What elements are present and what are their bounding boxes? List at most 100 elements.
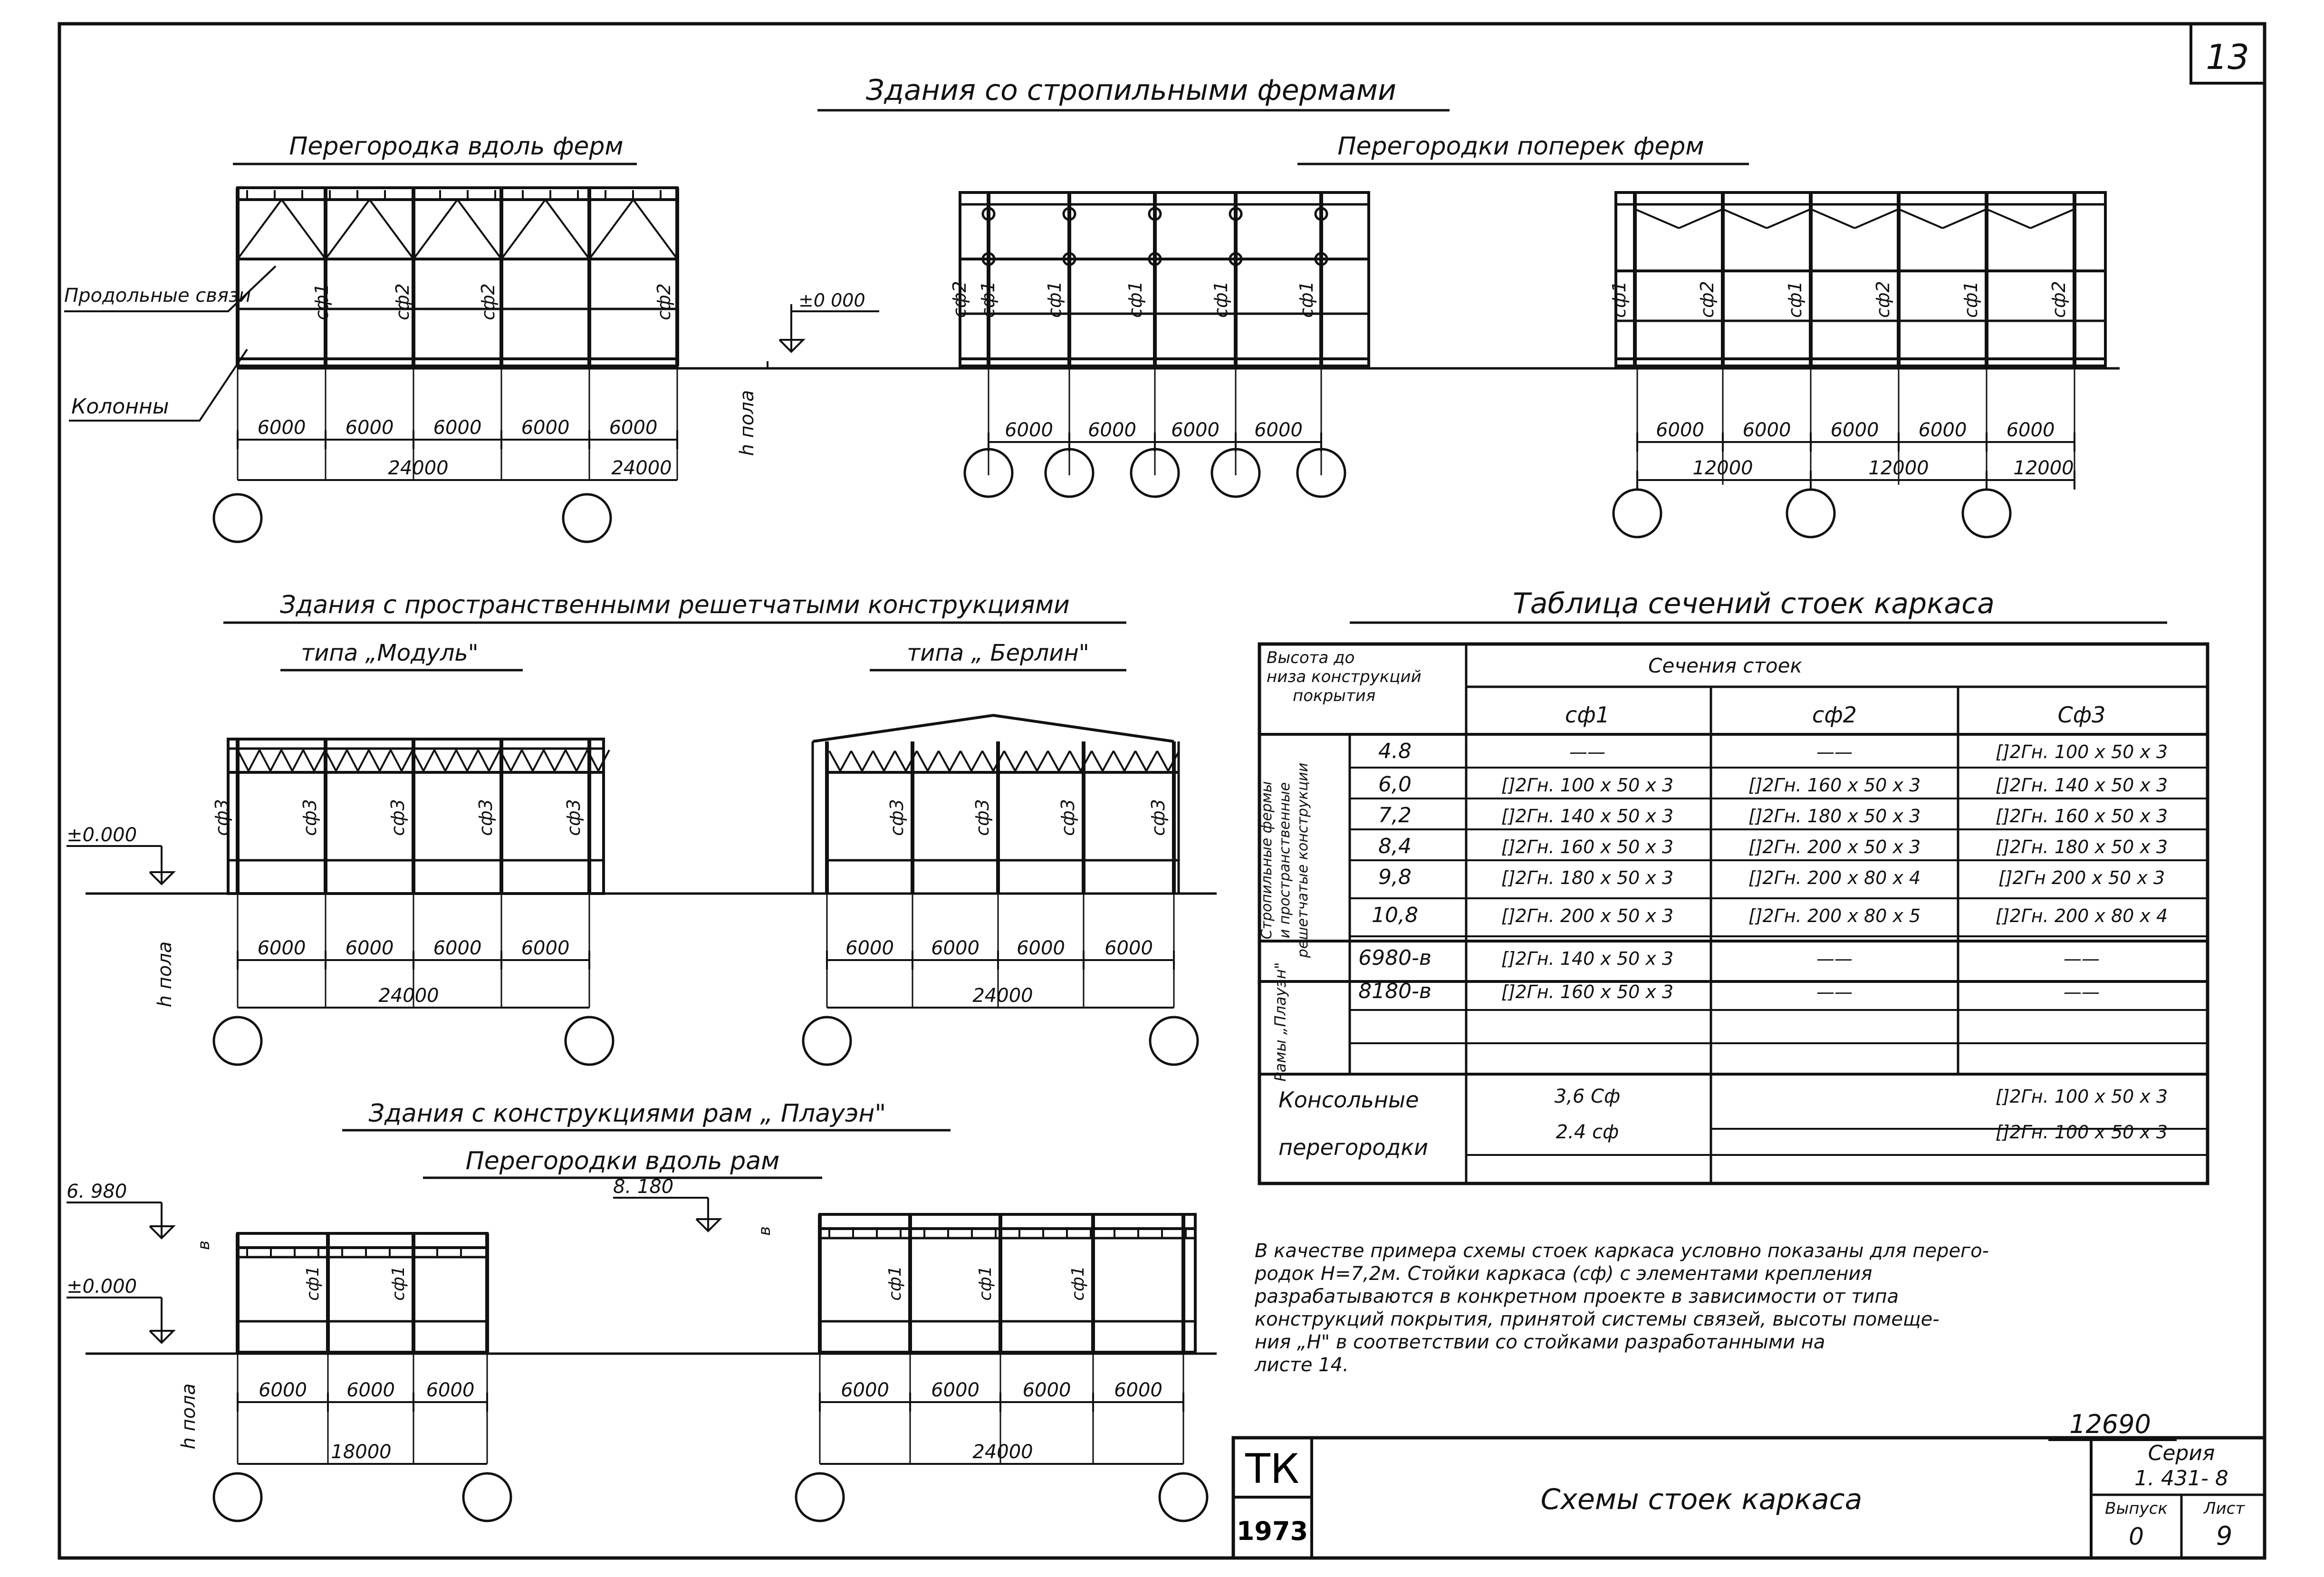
console-label-1: Консольные <box>1278 1087 1419 1113</box>
truss-diagonal <box>237 199 283 260</box>
floor-level-label-mid: h пола <box>154 942 176 1008</box>
section-spatial-title: Здания с пространственными решетчатыми к… <box>280 591 1070 619</box>
table-outline <box>1258 642 2209 1185</box>
grid-axis-bubble <box>562 493 612 543</box>
leader-bracing <box>64 265 277 312</box>
dim-value: 6000 <box>1919 419 1967 441</box>
cell-sf3: []2Гн 200 x 50 x 3 <box>1998 867 2165 888</box>
cell-height: 10,8 <box>1372 903 1418 927</box>
dim-value: 6000 <box>1656 419 1704 441</box>
note-line: В качестве примера схемы стоек каркаса у… <box>1255 1240 1989 1262</box>
elevation-outline <box>1614 191 2107 367</box>
space-truss-diagonal <box>883 750 896 771</box>
cell-sf1: []2Гн. 160 x 50 x 3 <box>1501 837 1673 857</box>
truss-diagonal <box>632 199 678 260</box>
grid-axis-bubble <box>795 1472 845 1522</box>
truss-diagonal <box>2030 208 2075 229</box>
dim-value: 6000 <box>841 1379 889 1401</box>
column-mark: сф3 <box>1057 799 1078 836</box>
series-value: 1. 431- 8 <box>2134 1466 2228 1490</box>
space-truss-diagonal <box>521 750 534 771</box>
column-mark: сф3 <box>1148 799 1169 836</box>
column-mark: сф2 <box>392 283 413 320</box>
column-mark: сф1 <box>1609 281 1630 318</box>
space-truss-diagonal <box>488 750 501 771</box>
truss-diagonal <box>1942 208 1987 229</box>
dim-value: 6000 <box>433 417 482 439</box>
space-truss-diagonal <box>1025 750 1038 771</box>
modul-title: типа „Модуль" <box>301 640 479 666</box>
cell-sf3: []2Гн. 160 x 50 x 3 <box>1996 806 2168 827</box>
section-frames-title: Здания с конструкциями рам „ Плауэн" <box>369 1099 886 1128</box>
column-mark: сф3 <box>387 799 408 836</box>
truss-diagonal <box>325 199 371 260</box>
issue-value: 0 <box>2129 1523 2144 1550</box>
space-truss-diagonal <box>379 750 392 771</box>
truss-diagonal <box>1898 208 1943 229</box>
space-truss-diagonal <box>894 750 907 771</box>
truss-diagonal <box>456 199 502 260</box>
grid-axis-bubble <box>1786 488 1836 538</box>
truss-diagonal <box>500 199 547 260</box>
cell-console-section: []2Гн. 100 x 50 x 3 <box>1996 1122 2168 1143</box>
console-label-2: перегородки <box>1278 1135 1428 1160</box>
grid-axis-bubble <box>802 1016 852 1066</box>
truss-diagonal <box>1854 208 1899 229</box>
section-frames-subtitle: Перегородки вдоль рам <box>466 1147 780 1175</box>
column-mark: сф2 <box>1697 281 1718 318</box>
cell-sf2: []2Гн. 180 x 50 x 3 <box>1748 806 1921 827</box>
column-mark: сф2 <box>2048 281 2069 318</box>
grid-axis-bubble <box>963 448 1014 498</box>
truss-diagonal <box>413 199 459 260</box>
cell-height: 7,2 <box>1378 803 1412 827</box>
cell-sf2: []2Гн. 160 x 50 x 3 <box>1748 775 1921 796</box>
cell-sf1: []2Гн. 160 x 50 x 3 <box>1501 981 1673 1002</box>
cell-sf2: —— <box>1816 981 1853 1002</box>
section-left-title: Перегородка вдоль ферм <box>289 132 623 161</box>
dim-value: 6000 <box>1171 419 1220 441</box>
sheet-corner-number: 13 <box>2206 37 2249 77</box>
dim-value: 6000 <box>1088 419 1136 441</box>
space-truss-diagonal <box>839 750 852 771</box>
space-truss-diagonal <box>1036 750 1049 771</box>
space-truss-diagonal <box>981 750 994 771</box>
sheet-label: Лист <box>2203 1499 2245 1518</box>
grid-axis-bubble <box>1210 448 1261 498</box>
dim-value: 6000 <box>1005 419 1053 441</box>
corner-box <box>2190 24 2265 85</box>
space-truss-diagonal <box>455 750 468 771</box>
grid-axis-bubble <box>1961 488 2012 538</box>
space-truss-diagonal <box>576 750 588 771</box>
space-truss-diagonal <box>872 750 885 771</box>
dim-value: 6000 <box>259 1379 307 1401</box>
cell-height: 8180-в <box>1358 979 1431 1003</box>
space-truss-diagonal <box>368 750 381 771</box>
space-truss-diagonal <box>357 750 370 771</box>
column-mark: сф1 <box>978 281 999 318</box>
elevation-outline <box>959 191 1370 367</box>
sheet-value: 9 <box>2216 1521 2232 1551</box>
dim-value: 6000 <box>609 417 658 439</box>
column-mark: сф1 <box>389 1266 408 1300</box>
space-truss-diagonal <box>444 750 457 771</box>
label-columns: Колонны <box>71 394 169 419</box>
truss-diagonal <box>1634 208 1680 229</box>
column-mark: сф1 <box>1960 281 1981 318</box>
space-truss-diagonal <box>346 750 359 771</box>
note-line: листе 14. <box>1254 1354 1349 1376</box>
connection-node <box>1148 207 1162 221</box>
cell-console-height: 3,6 Сф <box>1555 1086 1620 1107</box>
grid-axis-bubble <box>1130 448 1180 498</box>
cell-sf2: []2Гн. 200 x 80 x 5 <box>1748 905 1921 926</box>
cell-sf2: —— <box>1816 741 1853 762</box>
dim-value: 6000 <box>1023 1379 1071 1401</box>
level-triangle <box>695 1218 722 1232</box>
dim-value: 6000 <box>1831 419 1879 441</box>
level-triangle <box>149 1330 176 1344</box>
column-mark: сф1 <box>1785 281 1805 318</box>
